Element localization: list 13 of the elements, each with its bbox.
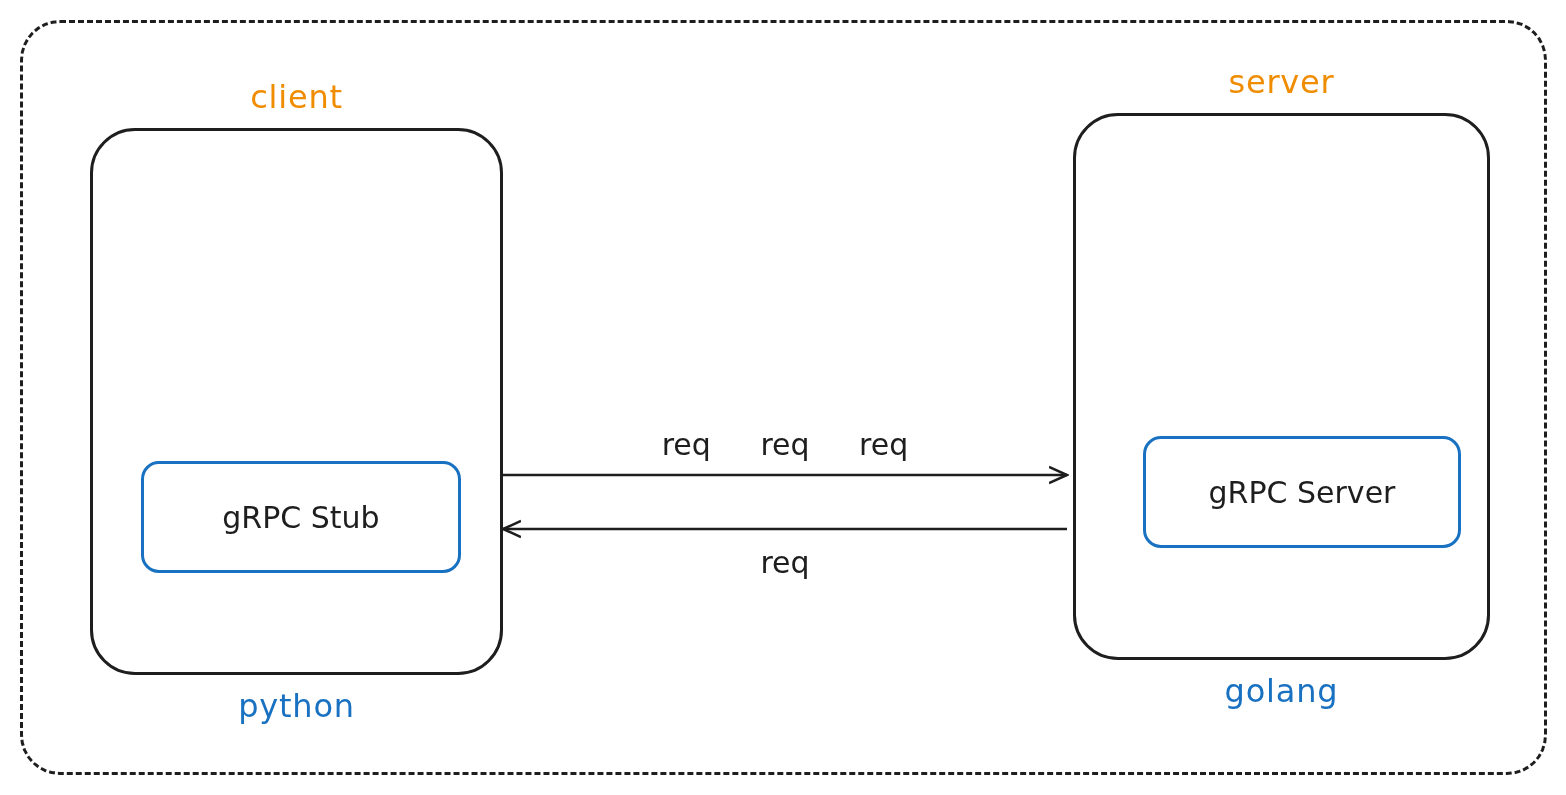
edge-label: req [759,544,811,582]
language-label: python [238,686,355,727]
arrow [501,519,1067,539]
container-heading: server [1228,62,1335,103]
arrow [503,465,1069,485]
container-heading: client [250,77,343,118]
component-label: gRPC Stub [222,498,380,537]
component-label: gRPC Server [1208,473,1396,512]
component-box [141,461,461,573]
dashed-group-frame [20,20,1547,775]
language-label: golang [1224,671,1339,712]
edge-label: req req req [660,426,910,464]
component-box [1143,436,1461,548]
